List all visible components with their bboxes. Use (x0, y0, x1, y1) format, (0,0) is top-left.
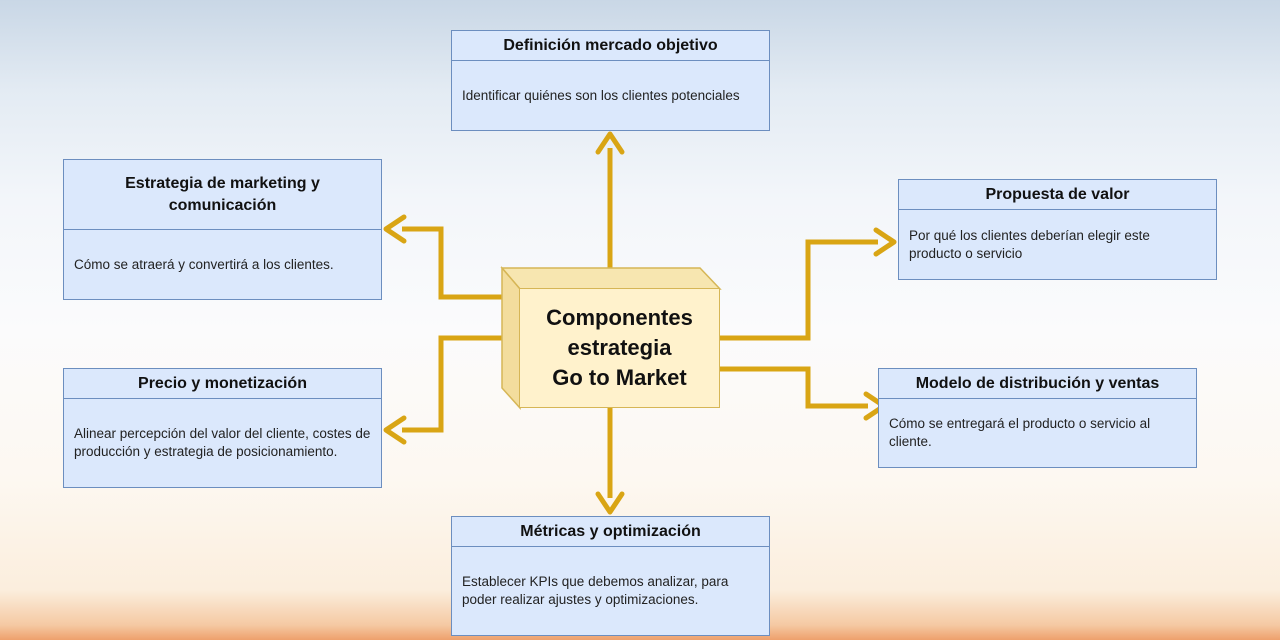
center-cube-front: Componentes estrategia Go to Market (519, 288, 720, 408)
cube-left-face (501, 265, 521, 410)
card-estrategia-marketing: Estrategia de marketing y comunicación C… (63, 159, 382, 300)
arrowhead-valor (873, 227, 897, 257)
center-title-line-1: Componentes (546, 305, 693, 330)
arrowhead-mercado (595, 131, 625, 155)
center-title-line-2: estrategia (567, 335, 672, 360)
card-title: Propuesta de valor (899, 180, 1216, 210)
center-title-line-3: Go to Market (552, 365, 687, 390)
card-title: Estrategia de marketing y comunicación (64, 160, 381, 230)
arrow-to-distribucion (720, 366, 868, 409)
cube-top-face (500, 267, 722, 290)
card-title: Definición mercado objetivo (452, 31, 769, 61)
arrow-to-marketing (402, 226, 502, 300)
card-propuesta-valor: Propuesta de valor Por qué los clientes … (898, 179, 1217, 280)
card-description: Identificar quiénes son los clientes pot… (462, 87, 740, 103)
card-metricas-optimizacion: Métricas y optimización Establecer KPIs … (451, 516, 770, 636)
arrowhead-marketing (383, 214, 407, 244)
card-title: Precio y monetización (64, 369, 381, 399)
arrowhead-precio (383, 415, 407, 445)
card-description: Por qué los clientes deberían elegir est… (909, 227, 1150, 261)
card-title: Métricas y optimización (452, 517, 769, 547)
card-description: Cómo se entregará el producto o servicio… (889, 416, 1151, 449)
card-description: Cómo se atraerá y convertirá a los clien… (74, 256, 334, 272)
card-description: Establecer KPIs que debemos analizar, pa… (462, 574, 729, 607)
card-modelo-distribucion: Modelo de distribución y ventas Cómo se … (878, 368, 1197, 468)
arrow-to-precio (402, 335, 502, 433)
card-definicion-mercado: Definición mercado objetivo Identificar … (451, 30, 770, 131)
card-description: Alinear percepción del valor del cliente… (74, 426, 371, 459)
arrow-to-valor (720, 239, 878, 341)
arrowhead-metricas (595, 491, 625, 515)
card-precio-monetizacion: Precio y monetización Alinear percepción… (63, 368, 382, 488)
card-title: Modelo de distribución y ventas (879, 369, 1196, 399)
